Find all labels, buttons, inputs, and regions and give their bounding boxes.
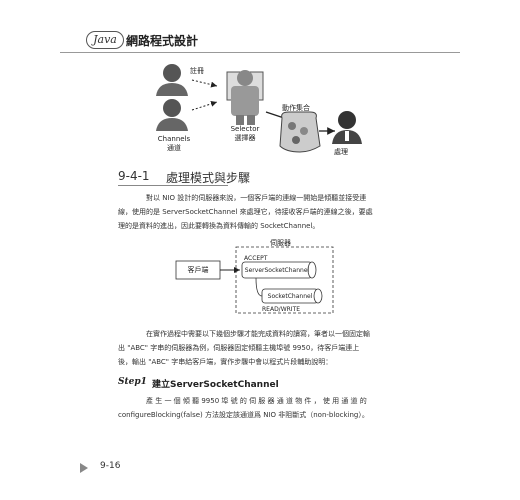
user-icon-2 xyxy=(156,99,188,131)
server-channel-diagram xyxy=(175,246,334,314)
step-label: Step1 xyxy=(118,377,147,387)
server-box xyxy=(235,246,334,314)
server-socket-channel-label: ServerSocketChannel xyxy=(244,267,310,274)
action-set-label: 動作集合 xyxy=(282,104,310,112)
user-icon-1 xyxy=(156,64,188,96)
channels-label-en: Channels xyxy=(157,135,191,143)
paragraph-2-line-2: 出 "ABC" 字串的伺服器為例，伺服器固定傾聽主機埠號 9950，待客戶端連上 xyxy=(118,344,360,352)
channel-connector xyxy=(255,277,263,297)
process-label: 處理 xyxy=(334,148,348,156)
header-rule xyxy=(60,52,460,53)
channels-label-zh: 通道 xyxy=(167,144,181,152)
paragraph-1-line-1: 對以 NIO 設計的伺服器來說，一個客戶端的連線一開始是傾聽並接受連 xyxy=(146,194,367,202)
paragraph-2-line-1: 在實作過程中需要以下幾個步驟才能完成資料的讀寫，筆者以一個固定輸 xyxy=(146,330,370,338)
selector-person-icon xyxy=(226,70,264,125)
accept-label: ACCEPT xyxy=(244,255,268,262)
java-badge: Java xyxy=(86,31,124,49)
selector-label-zh: 選擇器 xyxy=(234,134,256,142)
register-arrow-1 xyxy=(191,79,218,88)
client-label: 客戶端 xyxy=(187,266,209,274)
nio-selector-figure xyxy=(156,64,362,153)
register-arrow-2 xyxy=(191,100,218,111)
step-title: 建立ServerSocketChannel xyxy=(152,380,279,390)
socket-channel-label: SocketChannel xyxy=(267,293,313,300)
selector-label-en: Selector xyxy=(230,125,260,133)
section-title: 處理模式與步驟 xyxy=(166,171,251,185)
paragraph-2-line-3: 後，輸出 "ABC" 字串給客戶端，實作步驟中會以程式片段輔助說明： xyxy=(118,358,333,366)
paragraph-1-line-3: 理的是資料的進出，因此要轉換為資料傳輸的 SocketChannel。 xyxy=(118,222,320,230)
register-label: 註冊 xyxy=(190,67,204,75)
paragraph-3-line-1: 產 生 一 個 傾 聽 9950 埠 號 的 伺 服 器 通 道 物 件 ， 使… xyxy=(146,397,367,405)
page-number: 9-16 xyxy=(100,461,121,471)
paragraph-1-line-2: 線，使用的是 ServerSocketChannel 來處理它，待接收客戶端的連… xyxy=(118,208,373,216)
read-write-label: READ/WRITE xyxy=(262,306,301,313)
page-marker-icon xyxy=(80,463,88,473)
section-number: 9-4-1 xyxy=(118,169,150,183)
paragraph-3-line-2: configureBlocking(false) 方法設定該通道爲 NIO 非阻… xyxy=(118,411,369,419)
server-label: 伺服器 xyxy=(270,239,291,247)
processor-person-icon xyxy=(332,111,362,144)
chapter-header-title: 網路程式設計 xyxy=(126,34,199,48)
section-rule xyxy=(118,185,228,186)
action-set-bag-icon xyxy=(279,111,321,153)
